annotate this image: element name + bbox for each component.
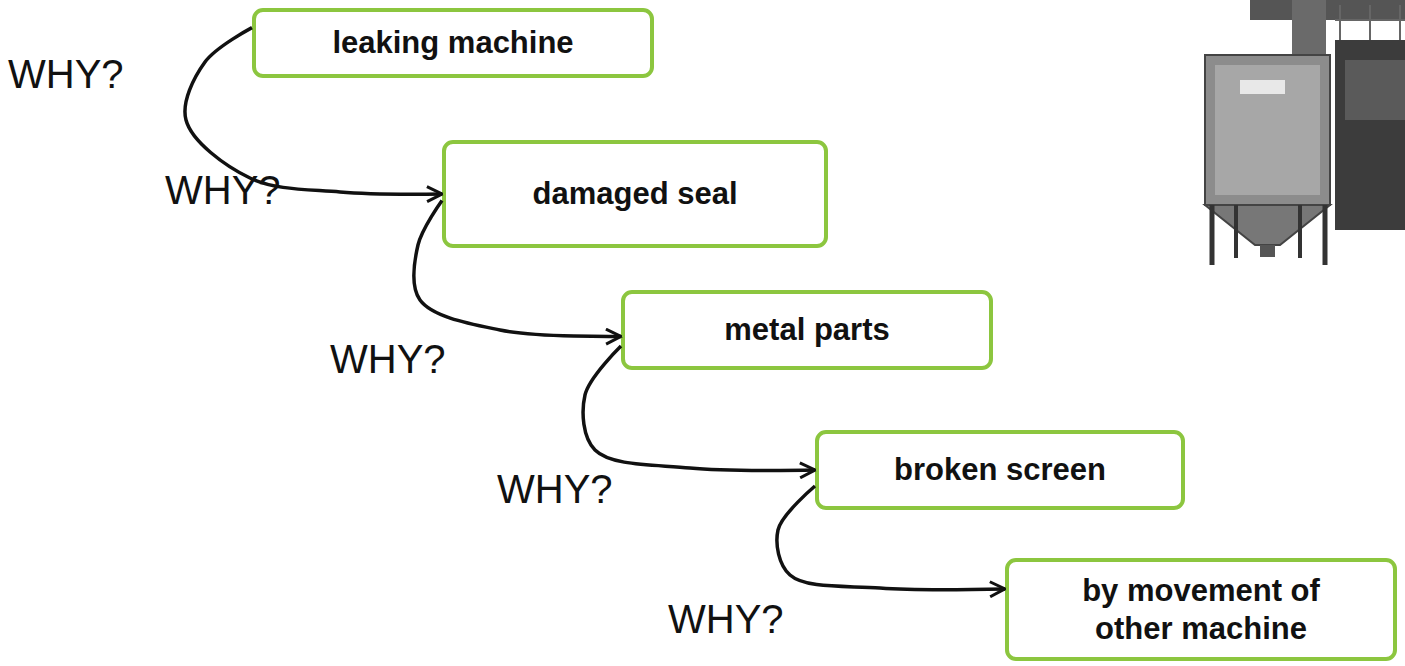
- box-text: broken screen: [894, 451, 1106, 488]
- railing-post: [1369, 5, 1371, 40]
- cause-box: broken screen: [815, 430, 1185, 510]
- blast-machine: [1335, 40, 1405, 230]
- cabinet-panel: [1215, 65, 1320, 195]
- name-plate: [1240, 80, 1285, 94]
- railing-post: [1339, 5, 1341, 40]
- hopper-outlet: [1260, 245, 1275, 257]
- cause-box: leaking machine: [252, 8, 654, 78]
- cause-box: by movement of other machine: [1005, 558, 1397, 661]
- cause-box: damaged seal: [442, 140, 828, 248]
- dust-collector-drawing: [1205, 0, 1405, 265]
- collector-cabinet: [1205, 55, 1330, 205]
- support-leg: [1298, 205, 1302, 258]
- why-question: WHY?: [330, 337, 446, 382]
- machine-door: [1345, 60, 1405, 120]
- box-text: damaged seal: [532, 175, 737, 212]
- why-question: WHY?: [8, 52, 124, 97]
- why-question: WHY?: [668, 597, 784, 642]
- duct: [1250, 0, 1405, 20]
- cause-box: metal parts: [621, 290, 993, 370]
- hopper: [1205, 205, 1330, 245]
- duct-pipe: [1292, 0, 1326, 60]
- support-leg: [1323, 205, 1328, 265]
- why-question: WHY?: [165, 168, 281, 213]
- support-leg: [1234, 205, 1238, 258]
- support-leg: [1210, 205, 1215, 265]
- box-text: leaking machine: [332, 24, 573, 61]
- railing-post: [1399, 5, 1401, 40]
- box-text: by movement of other machine: [1076, 572, 1326, 646]
- why-question: WHY?: [497, 467, 613, 512]
- box-text: metal parts: [724, 311, 889, 348]
